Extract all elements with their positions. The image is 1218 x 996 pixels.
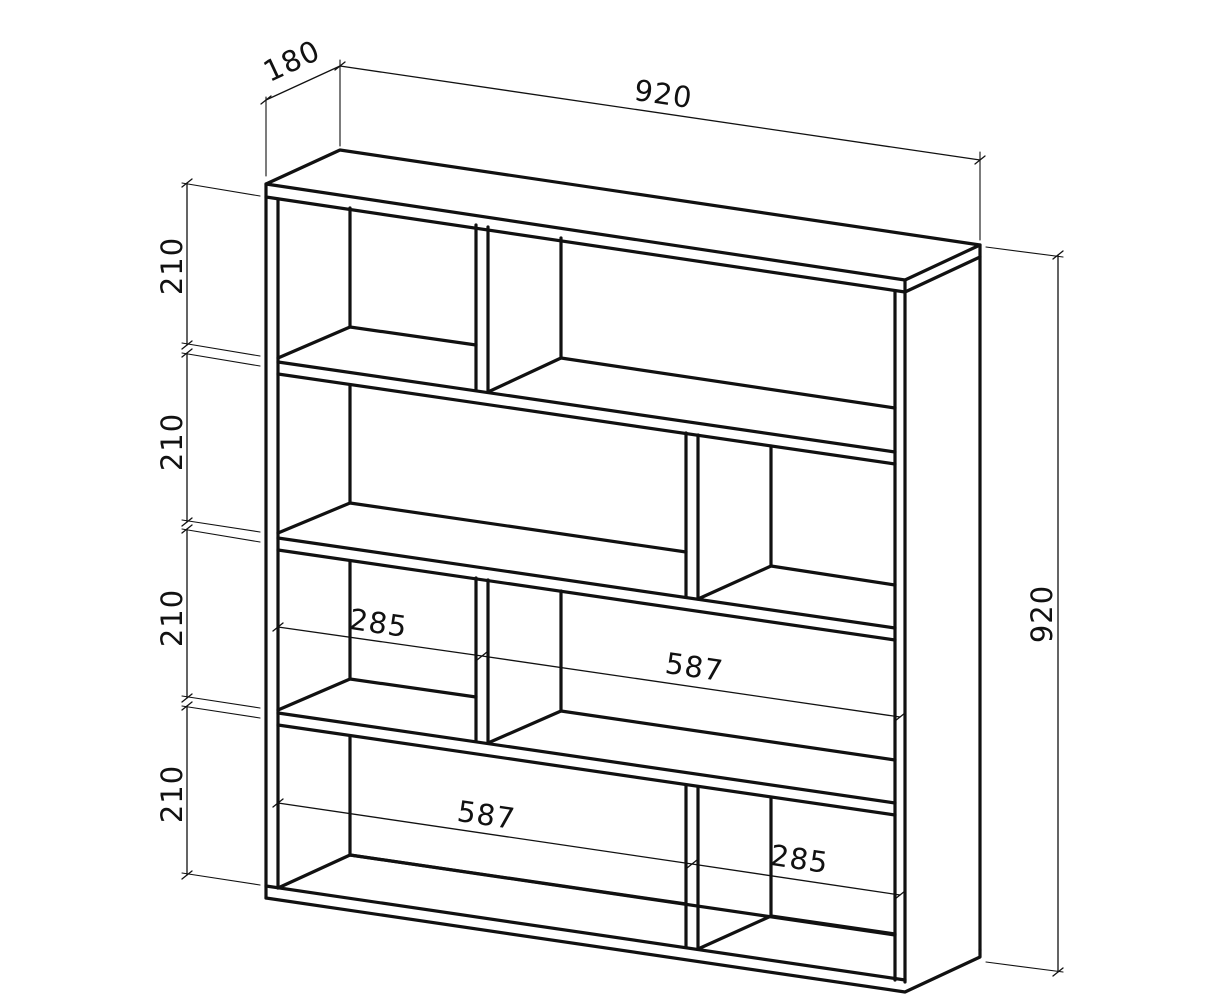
dimension-depth-label: 180: [258, 33, 325, 88]
row1-back-verticals: [348, 206, 563, 360]
row3-left-floor-back: [276, 677, 478, 712]
dimension-row4-label: 210: [155, 765, 189, 823]
dimension-width: 920: [339, 65, 986, 241]
row2-right-floor-back: [696, 564, 897, 601]
row4-left-floor-back: [348, 853, 688, 906]
dimension-depth: 180: [258, 33, 346, 177]
row-4-compartments: [348, 735, 897, 951]
dimension-row4-widths: 587 285: [272, 794, 906, 900]
dimension-height: 920: [985, 246, 1064, 977]
row3-right-floor-back: [486, 709, 897, 762]
row2-divider: [684, 431, 700, 601]
row-2-compartments: [276, 383, 897, 601]
dimension-width-label: 920: [632, 73, 695, 115]
bottom-panel: [264, 853, 982, 994]
row2-left-floor-back: [276, 501, 688, 554]
row-3-compartments: [276, 559, 897, 762]
row4-back-verticals: [348, 735, 773, 918]
shelf-3: [276, 711, 897, 817]
row3-back-verticals: [348, 559, 563, 713]
row2-back-verticals: [348, 383, 773, 568]
shelf-carcass: [264, 148, 982, 994]
dimension-row2-label: 210: [155, 413, 189, 471]
row1-left-floor-back: [276, 325, 478, 360]
row4-right-floor-back: [696, 914, 897, 951]
shelf-2: [276, 536, 897, 642]
dimension-row3-widths: 285 587: [272, 602, 906, 722]
dimension-row4-left-label: 587: [455, 794, 518, 836]
dimension-row-heights: 210 210 210 210: [155, 178, 261, 886]
dimension-row1-label: 210: [155, 237, 189, 295]
row3-divider: [474, 576, 490, 745]
row-1-compartments: [276, 206, 897, 410]
top-panel-front-edge: [264, 182, 907, 294]
row4-divider: [684, 783, 700, 951]
dimension-height-label: 920: [1025, 585, 1059, 643]
top-panel: [264, 148, 982, 282]
row1-right-floor-back: [486, 356, 897, 410]
dimension-row3-left-label: 285: [347, 602, 410, 644]
row1-divider: [474, 223, 490, 394]
left-side-panel: [264, 195, 280, 900]
dimension-row4-right-label: 285: [768, 838, 831, 880]
dimension-row3-label: 210: [155, 589, 189, 647]
dimension-row3-right-label: 587: [663, 646, 726, 688]
right-side-panel: [893, 255, 982, 984]
shelf-1: [276, 360, 897, 466]
top-panel-side-edge: [903, 243, 982, 294]
